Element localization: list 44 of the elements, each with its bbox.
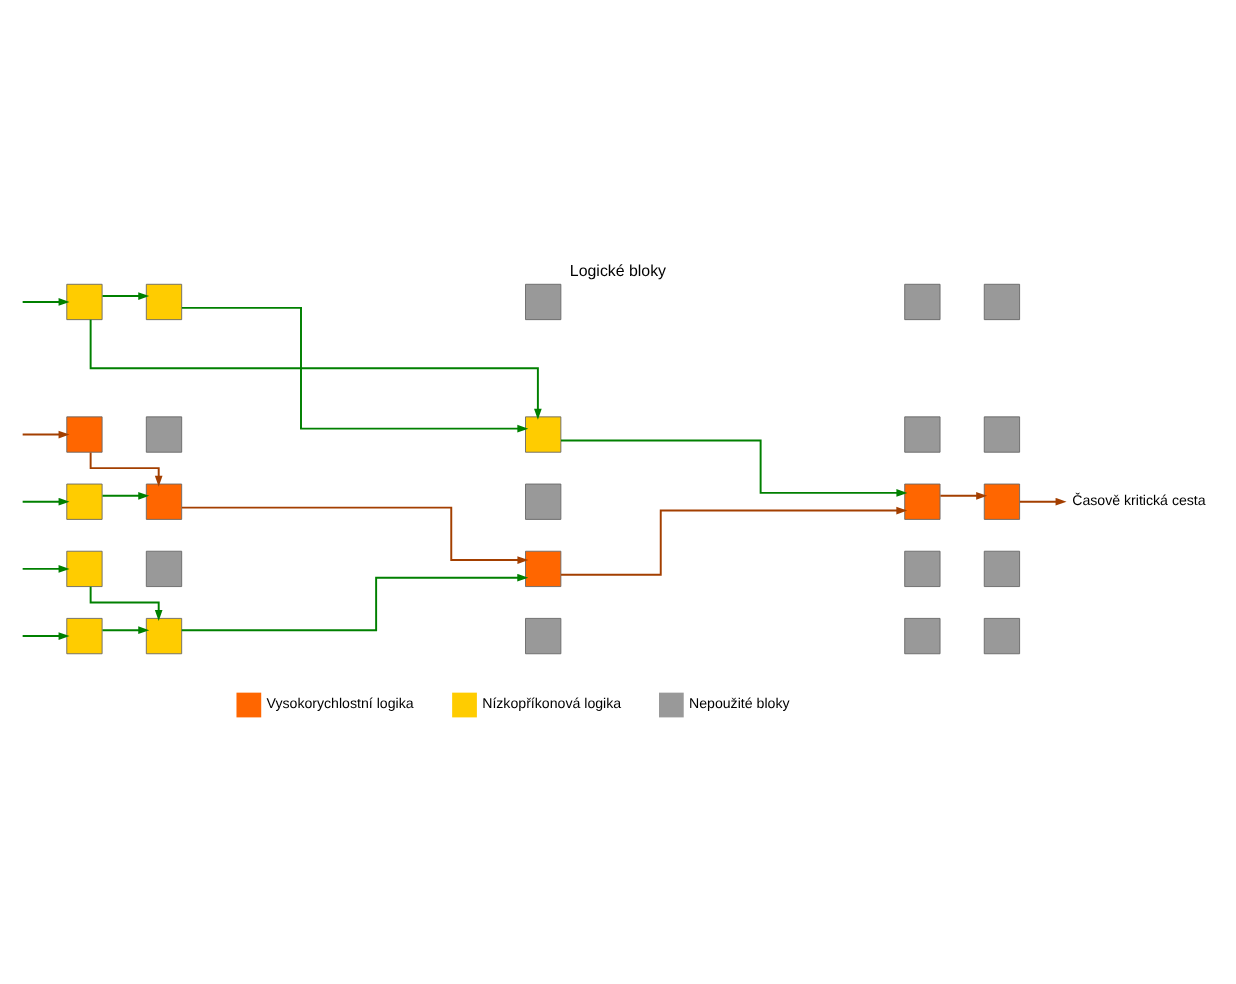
node-box xyxy=(525,283,562,321)
node-box xyxy=(66,483,103,520)
arrow xyxy=(101,492,150,500)
node-box xyxy=(145,416,183,453)
node-box xyxy=(145,550,183,588)
node-box xyxy=(145,283,183,321)
node-box xyxy=(904,483,941,520)
node-box xyxy=(904,550,941,588)
node-box xyxy=(904,283,941,321)
arrow xyxy=(21,565,70,573)
arrow xyxy=(181,506,529,564)
node-box xyxy=(525,550,562,588)
arrow xyxy=(21,430,70,439)
arrow xyxy=(101,626,150,634)
node-box xyxy=(983,617,1021,655)
arrow xyxy=(101,292,150,300)
arrow xyxy=(560,439,908,497)
node-box xyxy=(983,416,1021,453)
node-box xyxy=(145,483,183,520)
arrow xyxy=(180,306,529,433)
node-box xyxy=(145,617,183,655)
arrow xyxy=(939,492,988,500)
arrow xyxy=(1018,497,1067,506)
arrow xyxy=(560,506,908,576)
arrow xyxy=(89,585,163,622)
node-box xyxy=(983,550,1021,588)
arrow xyxy=(89,451,163,487)
arrow xyxy=(21,497,70,506)
node-box xyxy=(525,416,562,453)
arrow xyxy=(21,298,70,306)
node-box xyxy=(66,416,103,453)
node-box xyxy=(904,416,941,453)
arrow xyxy=(21,632,70,640)
arrow xyxy=(89,318,542,420)
node-box xyxy=(904,617,941,655)
node-box xyxy=(66,283,103,321)
node-box xyxy=(983,283,1021,321)
node-box xyxy=(525,617,562,655)
node-box xyxy=(66,617,103,655)
node-box xyxy=(983,483,1021,520)
arrow xyxy=(180,573,529,632)
diagram-title: Logické bloky xyxy=(569,261,667,280)
node-box xyxy=(66,550,103,588)
node-box xyxy=(525,483,562,520)
